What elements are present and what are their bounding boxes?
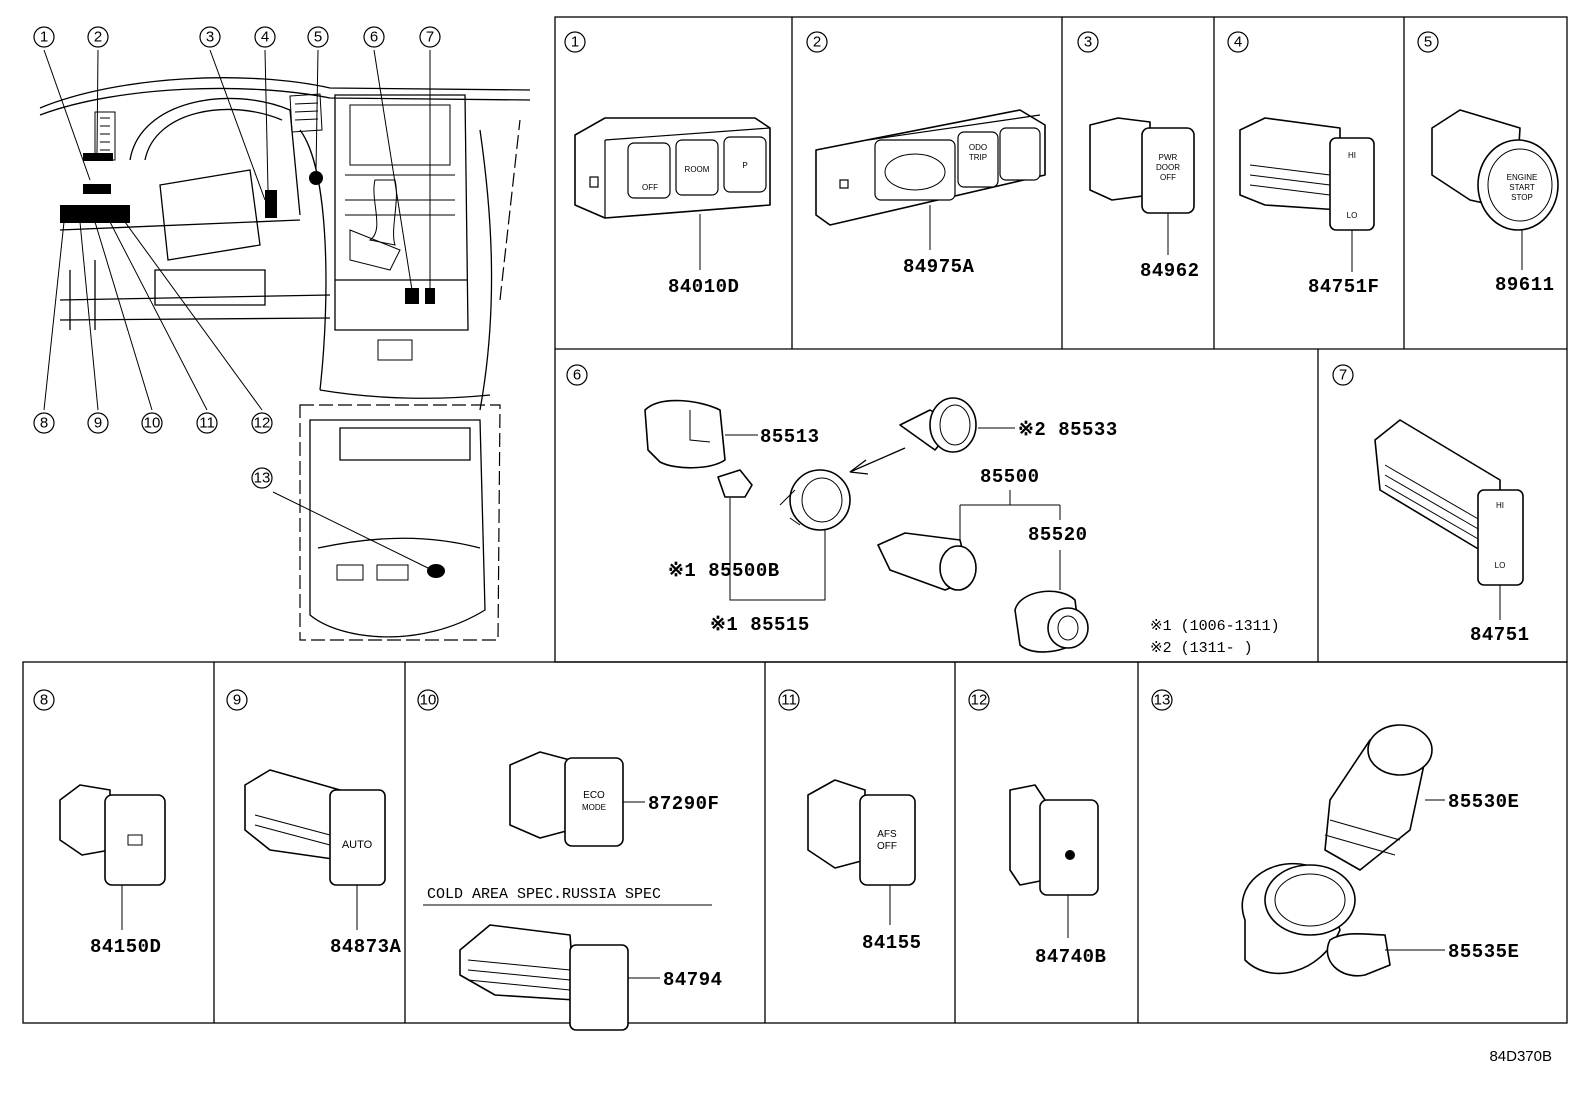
panel-7: 7 HI LO 84751 (1332, 364, 1530, 646)
callout-3: 3 (206, 29, 214, 46)
panel-7-label-hi: HI (1496, 501, 1504, 510)
panel-4: 4 HI LO 84751F (1227, 31, 1379, 298)
panel-5-part-number: 89611 (1495, 274, 1555, 296)
panel-10: 10 ECO MODE 87290F COLD AREA SPEC.RUSSIA… (417, 689, 723, 1031)
panel-13-part-top: 85530E (1448, 791, 1519, 813)
panel-11-part-number: 84155 (862, 932, 922, 954)
panel-5-label-start: START (1509, 183, 1535, 192)
panel-13-number: 13 (1154, 692, 1171, 709)
panel-12-number: 12 (971, 692, 988, 709)
panel-11: 11 AFS OFF 84155 (778, 689, 922, 954)
callout-12: 12 (254, 415, 271, 432)
panel-10-label-mode: MODE (582, 803, 606, 812)
panel-11-number: 11 (781, 692, 797, 709)
panel-12: 12 84740B (968, 689, 1106, 968)
panel-6: 6 85513 ※2 85533 ※1 85500B ※1 85515 8550… (566, 364, 1280, 657)
panel-1: 1 OFF ROOM P 84010D (564, 31, 771, 298)
panel-4-label-lo: LO (1347, 211, 1358, 220)
panel-6-part-85513: 85513 (760, 426, 820, 448)
panel-5: 5 ENGINE START STOP 89611 (1417, 31, 1559, 296)
panel-8: 8 84150D (33, 689, 166, 958)
callout-4: 4 (261, 29, 269, 46)
panel-3-label-pwr: PWR (1159, 153, 1178, 162)
panel-1-label-off: OFF (642, 183, 658, 192)
panel-10-spec-label: COLD AREA SPEC.RUSSIA SPEC (427, 886, 661, 903)
panel-9-number: 9 (233, 692, 241, 709)
panel-5-number: 5 (1424, 34, 1432, 51)
panel-3-part-number: 84962 (1140, 260, 1200, 282)
panel-7-label-lo: LO (1495, 561, 1506, 570)
panel-1-part-number: 84010D (668, 276, 739, 298)
callout-11: 11 (199, 415, 215, 432)
diagram-code: 84D370B (1489, 1048, 1552, 1065)
panel-4-part-number: 84751F (1308, 276, 1379, 298)
panel-6-note-1: ※1 (1006-1311) (1150, 618, 1280, 635)
panel-2-label-odo: ODO (969, 143, 987, 152)
panel-6-part-85520: 85520 (1028, 524, 1088, 546)
panel-2: 2 ODO TRIP 84975A (806, 31, 1046, 278)
panel-2-label-trip: TRIP (969, 153, 987, 162)
panel-1-label-p: P (742, 161, 747, 170)
panel-6-number: 6 (573, 367, 581, 384)
panel-grid (22, 16, 1568, 1024)
dashboard-overview: 1 2 3 4 5 6 7 8 9 10 11 12 13 (33, 26, 531, 641)
panel-9-part-number: 84873A (330, 936, 402, 958)
panel-10-part-top: 87290F (648, 793, 719, 815)
panel-3-label-off: OFF (1160, 173, 1176, 182)
callout-13: 13 (254, 470, 271, 487)
panel-2-part-number: 84975A (903, 256, 975, 278)
panel-8-number: 8 (40, 692, 48, 709)
panel-11-label-afs: AFS (877, 829, 897, 840)
panel-6-note-2: ※2 (1311- ) (1150, 640, 1253, 657)
panel-7-part-number: 84751 (1470, 624, 1530, 646)
panel-9: 9 AUTO 84873A (226, 689, 402, 958)
callout-1: 1 (40, 29, 48, 46)
panel-6-part-85500b: ※1 85500B (668, 560, 780, 582)
panel-5-label-stop: STOP (1511, 193, 1533, 202)
panel-13-part-bottom: 85535E (1448, 941, 1519, 963)
panel-4-number: 4 (1234, 34, 1242, 51)
callout-8: 8 (40, 415, 48, 432)
panel-4-label-hi: HI (1348, 151, 1356, 160)
panel-6-part-85533: ※2 85533 (1018, 419, 1118, 441)
callout-10: 10 (144, 415, 161, 432)
panel-6-part-85515: ※1 85515 (710, 614, 810, 636)
panel-7-number: 7 (1339, 367, 1347, 384)
panel-3: 3 PWR DOOR OFF 84962 (1077, 31, 1200, 282)
callout-6: 6 (370, 29, 378, 46)
panel-10-number: 10 (420, 692, 437, 709)
panel-3-number: 3 (1084, 34, 1092, 51)
callout-5: 5 (314, 29, 322, 46)
panel-9-label-auto: AUTO (342, 839, 373, 851)
panel-3-label-door: DOOR (1156, 163, 1180, 172)
panel-1-label-room: ROOM (685, 165, 710, 174)
panel-10-part-bottom: 84794 (663, 969, 723, 991)
panel-5-label-engine: ENGINE (1507, 173, 1538, 182)
callout-9: 9 (94, 415, 102, 432)
panel-1-number: 1 (571, 34, 579, 51)
panel-2-number: 2 (813, 34, 821, 51)
callout-7: 7 (426, 29, 434, 46)
panel-8-part-number: 84150D (90, 936, 161, 958)
callout-2: 2 (94, 29, 102, 46)
callouts: 1 2 3 4 5 6 7 8 9 10 11 12 13 (33, 26, 441, 489)
panel-6-part-85500: 85500 (980, 466, 1040, 488)
panel-11-label-off: OFF (877, 841, 897, 852)
panel-13: 13 85530E 85535E (1151, 689, 1519, 977)
panel-12-part-number: 84740B (1035, 946, 1106, 968)
panel-10-label-eco: ECO (583, 790, 605, 801)
